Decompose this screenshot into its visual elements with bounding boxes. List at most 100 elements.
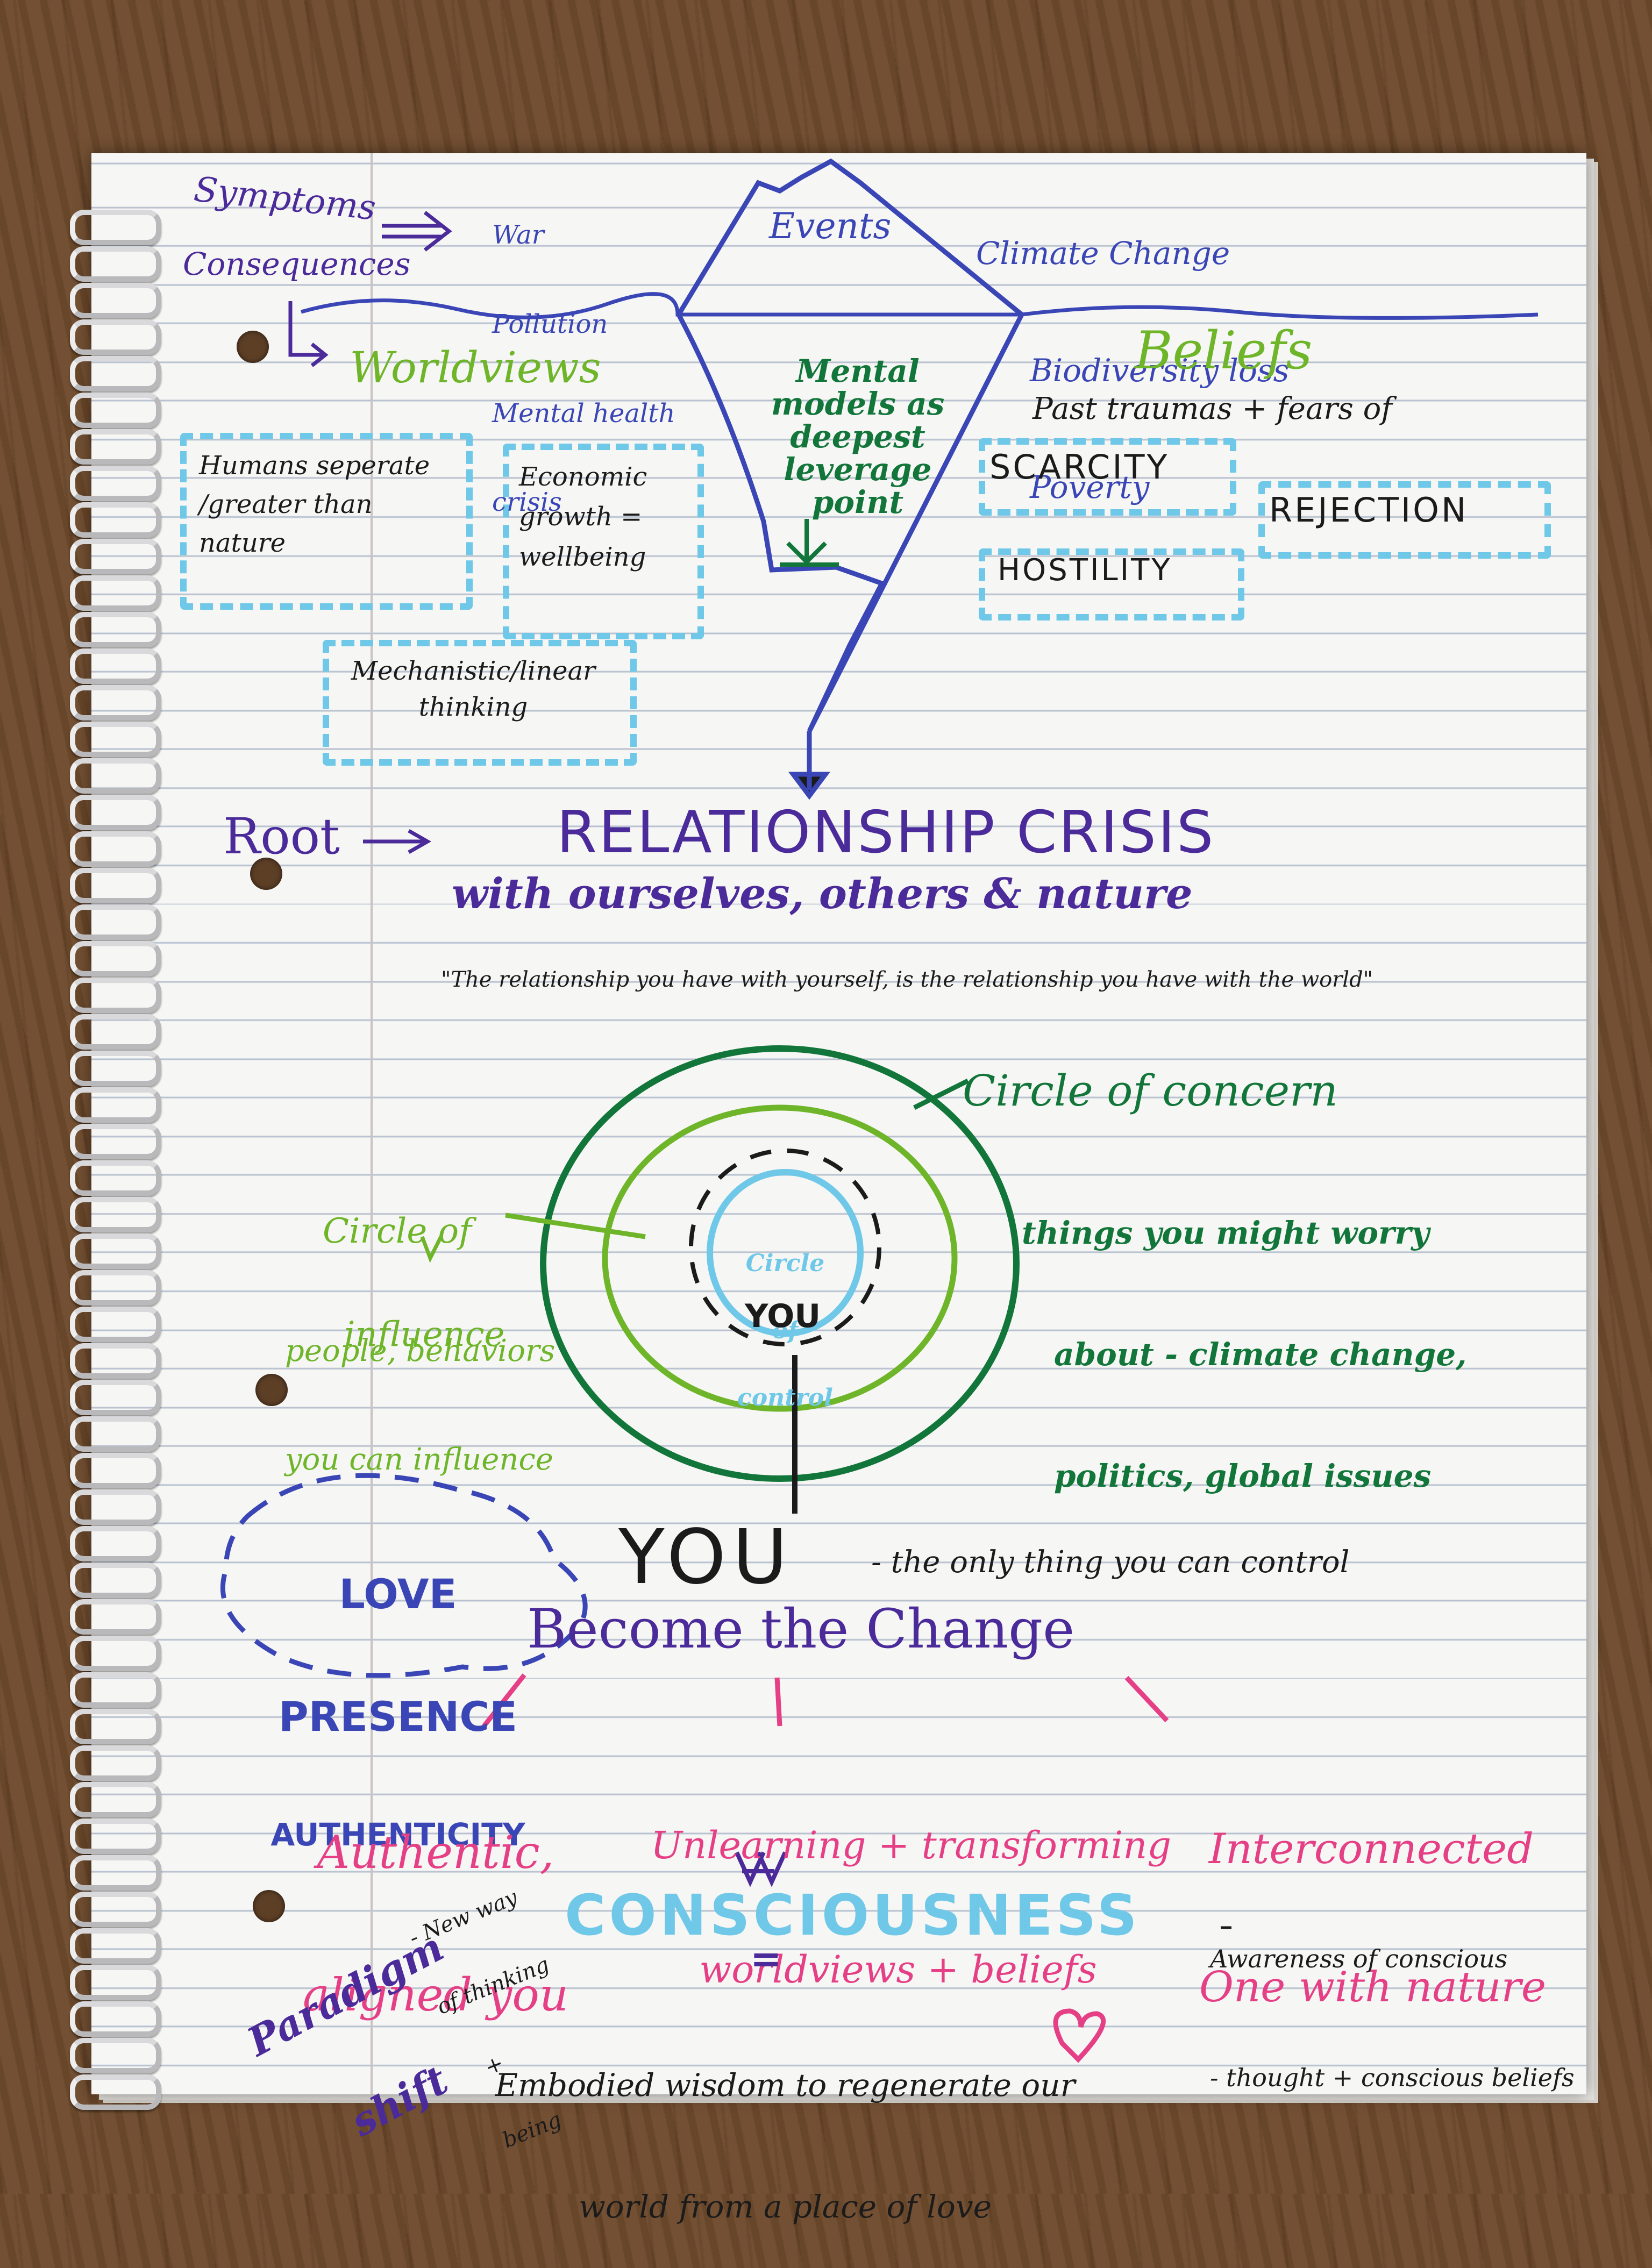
spiral-coil (70, 1233, 161, 1269)
awareness-note: Awareness of conscious - thought + consc… (1210, 1860, 1575, 2137)
branch-line: Unlearning + transforming (651, 1823, 1172, 1867)
left-events-list: War Pollution Mental health crisis (492, 161, 675, 547)
relationship-crisis-subtitle: with ourselves, others & nature (452, 869, 1193, 918)
mental-models-label: Mental models as deepest leverage point (771, 353, 945, 520)
spiral-coil (70, 1270, 161, 1306)
love-cloud-outline (220, 1473, 588, 1678)
belief-hostility: HOSTILITY (998, 553, 1172, 588)
binder-hole (237, 331, 269, 363)
root-label: Root (223, 808, 340, 865)
spiral-coil (70, 685, 161, 721)
spiral-coil (70, 2074, 161, 2110)
binder-hole (250, 858, 282, 890)
beliefs-heading: Beliefs (1135, 320, 1313, 381)
spiral-coil (70, 831, 161, 867)
spiral-coil (70, 356, 161, 391)
circle-of-influence-title: Circle of influence (323, 1145, 504, 1386)
worldview-economic: Economic growth = wellbeing (519, 462, 647, 572)
spiral-coil (70, 575, 161, 611)
branch-middle (774, 1677, 782, 1727)
spiral-coil (70, 539, 161, 574)
worldview-box-humans (180, 433, 473, 610)
spiral-coil (70, 429, 161, 465)
value-presence: PRESENCE (278, 1693, 518, 1741)
spiral-coil (70, 1087, 161, 1123)
spiral-coil (70, 1489, 161, 1525)
belief-scarcity: SCARCITY (989, 447, 1170, 487)
list-item: Poverty (1030, 469, 1150, 505)
branch-interconnected: Interconnected One with nature (1199, 1734, 1546, 2057)
branch-line: Authentic, (317, 1826, 554, 1879)
note-line: Awareness of conscious (1210, 1944, 1508, 1974)
branch-unlearning: Unlearning + transforming worldviews + b… (651, 1742, 1172, 2032)
love-cloud-text: LOVE PRESENCE AUTHENTICITY (237, 1492, 559, 1891)
influence-down-arrow (420, 1236, 443, 1263)
belief-rejection: REJECTION (1269, 490, 1469, 530)
spiral-coil (70, 1051, 161, 1086)
spiral-coil (70, 1307, 161, 1342)
branch-left (482, 1673, 526, 1728)
branch-authentic: Authentic, aligned you (280, 1734, 592, 2066)
note-line: being (499, 2107, 565, 2153)
title-line: influence (344, 1315, 505, 1354)
note-line: of thinking (433, 1952, 553, 2020)
circle-of-influence-desc: people, behaviors you can influence (285, 1261, 555, 1514)
list-item: Biodiversity loss (1030, 352, 1290, 389)
label-line: control (737, 1384, 833, 1412)
spiral-coil (70, 1380, 161, 1415)
right-events-list: Climate Change Biodiversity loss Poverty (976, 156, 1289, 546)
spiral-coil (70, 1416, 161, 1452)
spiral-coil (70, 722, 161, 757)
you-note: - the only thing you can control (871, 1545, 1350, 1580)
you-big-label: YOU (618, 1514, 794, 1601)
events-label: Events (769, 205, 892, 247)
spiral-coil (70, 1818, 161, 1854)
list-item: Climate Change (976, 235, 1230, 272)
label-line: of (772, 1316, 799, 1344)
symptoms-arrow (382, 211, 452, 252)
root-arrow (363, 829, 432, 854)
desc-line: politics, global issues (1054, 1458, 1432, 1495)
spiral-coil (70, 868, 161, 903)
waterline (301, 292, 1539, 320)
spiral-coil (70, 2038, 161, 2073)
wisdom-line: Embodied wisdom to regenerate our (495, 2066, 1076, 2103)
branch-right (1124, 1675, 1169, 1723)
consciousness-arrow (735, 1851, 787, 1887)
list-item: crisis (492, 487, 562, 518)
branch-line: aligned you (303, 1968, 568, 2021)
worldviews-heading: Worldviews (350, 343, 601, 393)
spiral-coil (70, 1855, 161, 1891)
binder-hole (255, 1374, 288, 1406)
spiral-coil (70, 795, 161, 830)
equals-sign: = (750, 1937, 782, 1981)
you-small-label: YOU (745, 1297, 821, 1335)
spiral-coil (70, 1563, 161, 1598)
belief-box-hostility (979, 548, 1244, 621)
list-item: Pollution (492, 309, 608, 339)
relationship-crisis-title: RELATIONSHIP CRISIS (557, 799, 1215, 866)
spiral-coil (70, 1928, 161, 1964)
title-line: Circle of (323, 1211, 472, 1251)
spiral-coil (70, 1672, 161, 1708)
desc-line: things you might worry (1022, 1214, 1429, 1251)
desc-line: you can influence (285, 1442, 553, 1477)
spiral-coil (70, 1124, 161, 1159)
iceberg-body (677, 313, 1024, 733)
ink-drawings (220, 158, 1539, 2063)
spiral-coil (70, 1343, 161, 1379)
heart-icon (1053, 2008, 1106, 2063)
value-authenticity: AUTHENTICITY (270, 1816, 525, 1853)
consequences-arrow (288, 301, 329, 367)
wisdom-line: world from a place of love (579, 2188, 992, 2225)
desc-line: about - climate change, (1054, 1336, 1467, 1373)
consequences-label: Consequences (183, 246, 411, 282)
spiral-coil (70, 319, 161, 355)
spiral-coil (70, 1197, 161, 1232)
spiral-coil (70, 502, 161, 538)
belief-box-rejection (1258, 481, 1551, 559)
desc-line: people, behaviors (285, 1333, 556, 1369)
spiral-coil (70, 1745, 161, 1781)
value-love: LOVE (339, 1570, 457, 1618)
spiral-coil (70, 2001, 161, 2037)
